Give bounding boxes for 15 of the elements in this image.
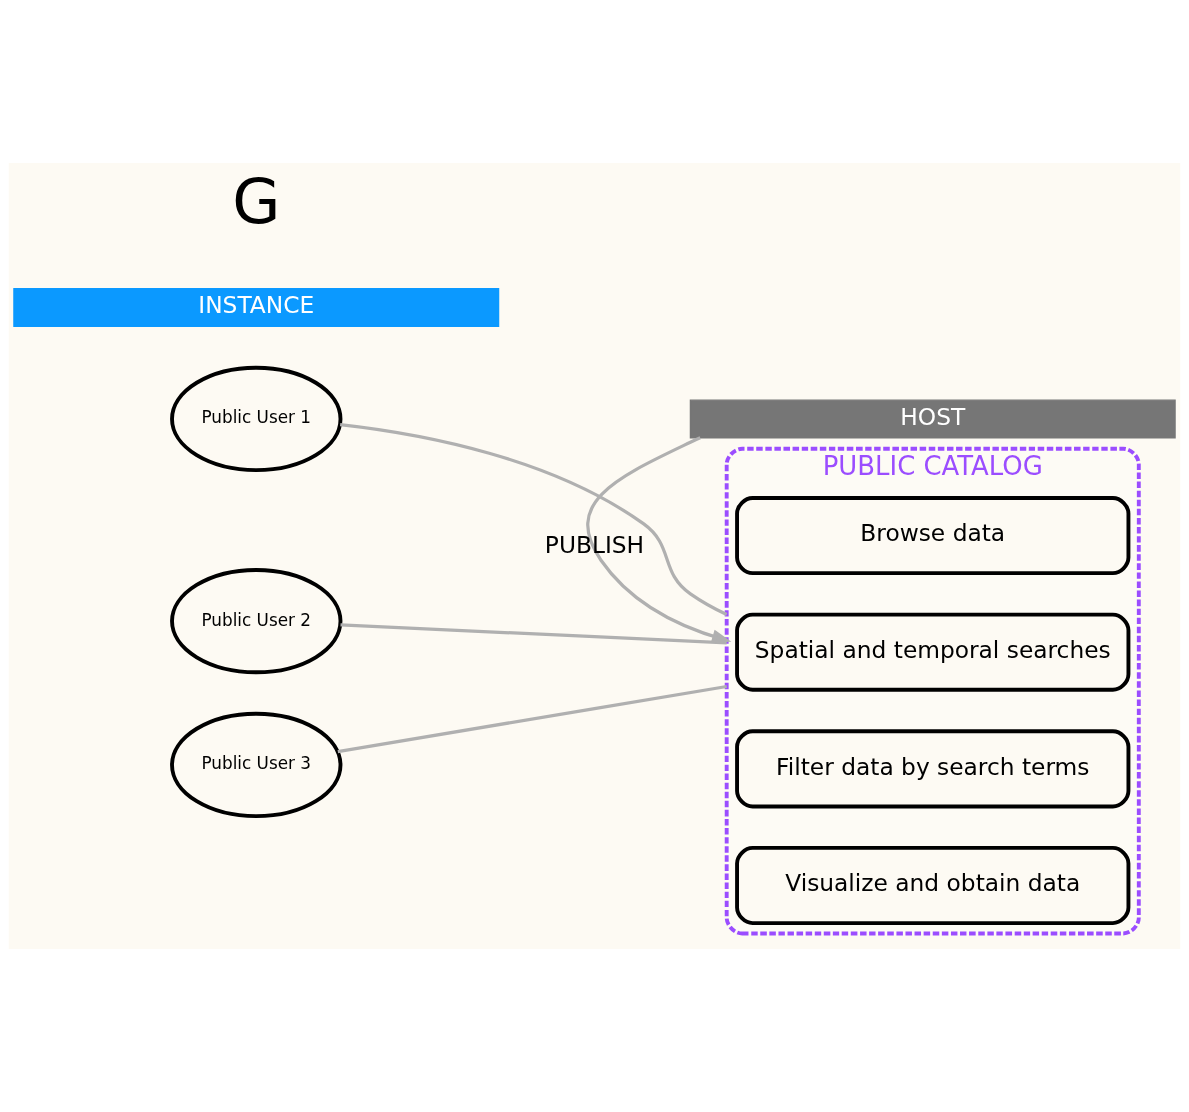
node-box: Browse data [735, 496, 1131, 576]
node-box: Filter data by search terms [735, 729, 1131, 809]
node-box: Spatial and temporal searches [735, 612, 1131, 692]
node-ellipse: Public User 1 [170, 365, 343, 473]
node-box: INSTANCE [13, 288, 500, 327]
connector [339, 423, 728, 616]
node-box: Visualize and obtain data [735, 845, 1131, 926]
arrow [586, 436, 732, 643]
node-box: HOST [689, 399, 1176, 439]
connector [337, 684, 727, 754]
node-ellipse: Public User 3 [170, 711, 343, 819]
edge-label: PUBLISH [544, 530, 645, 558]
node-ellipse: Public User 2 [170, 568, 343, 675]
connector [340, 623, 727, 645]
label: G [232, 165, 281, 239]
